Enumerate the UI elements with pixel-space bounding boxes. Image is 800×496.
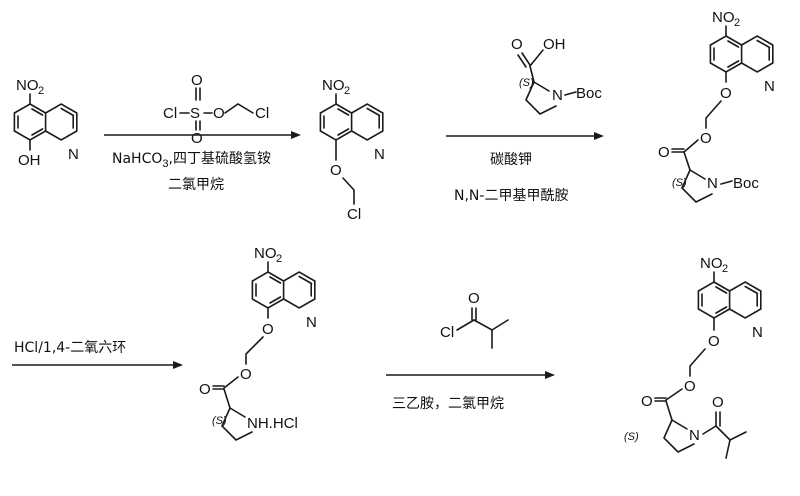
reagent-acyl-o: O xyxy=(468,290,480,307)
carbonyl-oxygen-3: O xyxy=(658,144,670,161)
ether-oxygen-5: O xyxy=(708,333,720,350)
compound-chloromethyl-ether: NO 2 N O Cl xyxy=(319,77,385,223)
boc-label-2: Boc xyxy=(733,175,759,192)
reaction-arrow-2 xyxy=(446,132,604,140)
reaction-arrow-3 xyxy=(12,361,183,369)
nitro-label-3: NO xyxy=(712,9,735,26)
compound-nitroxoline: NO 2 OH N xyxy=(13,77,79,169)
compound-proline-ester-hcl: NO 2 N O O O (S) NH.HCl xyxy=(199,245,317,441)
nitro-label-5: NO xyxy=(700,255,723,272)
reagent-oxo-top: O xyxy=(191,72,203,89)
nh-hcl-label: NH.HCl xyxy=(247,415,298,432)
reagent-sulfur: S xyxy=(190,105,200,122)
step3-condition-line1: HCl/1,4-二氧六环 xyxy=(14,340,126,356)
step1-condition-line2: 二氯甲烷 xyxy=(168,177,224,193)
nitro-subscript: 2 xyxy=(38,85,44,97)
carbonyl-oxygen-4: O xyxy=(199,381,211,398)
reagent-oxo-bottom: O xyxy=(191,130,203,147)
ring-nitrogen-label-5: N xyxy=(752,324,763,341)
stereo-label-4: (S) xyxy=(624,431,639,443)
ring-nitrogen-label-4: N xyxy=(306,314,317,331)
reagent-cl-2: Cl xyxy=(255,105,269,122)
ester-oxygen-5: O xyxy=(684,378,696,395)
ester-oxygen-3: O xyxy=(700,130,712,147)
step2-condition-line2: N,N-二甲基甲酰胺 xyxy=(454,187,568,204)
nitro-subscript-3: 2 xyxy=(734,17,740,29)
boc-label-1: Boc xyxy=(576,85,602,102)
stereo-label-1: (S) xyxy=(519,77,534,89)
ring-nitrogen-label: N xyxy=(68,146,79,163)
step2-condition-line1: 碳酸钾 xyxy=(490,152,532,168)
reaction-arrow-1 xyxy=(104,131,301,139)
carbonyl-oxygen-5: O xyxy=(641,393,653,410)
ether-oxygen-4: O xyxy=(262,321,274,338)
nitro-label: NO xyxy=(16,77,39,94)
hydroxy-label: OH xyxy=(18,152,41,169)
ether-oxygen-3: O xyxy=(720,85,732,102)
nitro-subscript-4: 2 xyxy=(276,253,282,265)
reagent-amine-n: N xyxy=(552,87,563,104)
compound-final-amide: NO 2 N O O O (S) N O xyxy=(624,255,763,459)
ether-oxygen-2: O xyxy=(330,162,342,179)
reagent-isobutyryl-chloride: O Cl xyxy=(440,290,509,349)
nitro-subscript-2: 2 xyxy=(344,85,350,97)
ester-oxygen-4: O xyxy=(240,366,252,383)
amine-n-3: N xyxy=(707,175,718,192)
reagent-chloromethyl-chlorosulfate: Cl S O O O Cl xyxy=(163,72,269,147)
amide-n-5: N xyxy=(689,427,700,444)
reagent-cl-1: Cl xyxy=(163,105,177,122)
reagent-ether-o: O xyxy=(213,105,225,122)
reagent-acyl-cl: Cl xyxy=(440,324,454,341)
nitro-label-2: NO xyxy=(322,77,345,94)
reagent-hydroxyl: OH xyxy=(543,36,566,53)
reagent-boc-proline: O OH (S) N Boc xyxy=(511,36,602,115)
step1-condition-line1: NaHCO3,四丁基硫酸氢铵 xyxy=(112,150,271,170)
chloro-label-2: Cl xyxy=(347,206,361,223)
ring-nitrogen-label-2: N xyxy=(374,146,385,163)
reaction-arrow-4 xyxy=(386,371,555,379)
nitro-subscript-5: 2 xyxy=(722,263,728,275)
reagent-carbonyl-o: O xyxy=(511,36,523,53)
compound-boc-ester: NO 2 N O O O (S) N Boc xyxy=(658,9,775,203)
nitro-label-4: NO xyxy=(254,245,277,262)
ring-nitrogen-label-3: N xyxy=(764,78,775,95)
amide-carbonyl-o-5: O xyxy=(712,394,724,411)
step4-condition-line1: 三乙胺，二氯甲烷 xyxy=(392,396,504,412)
